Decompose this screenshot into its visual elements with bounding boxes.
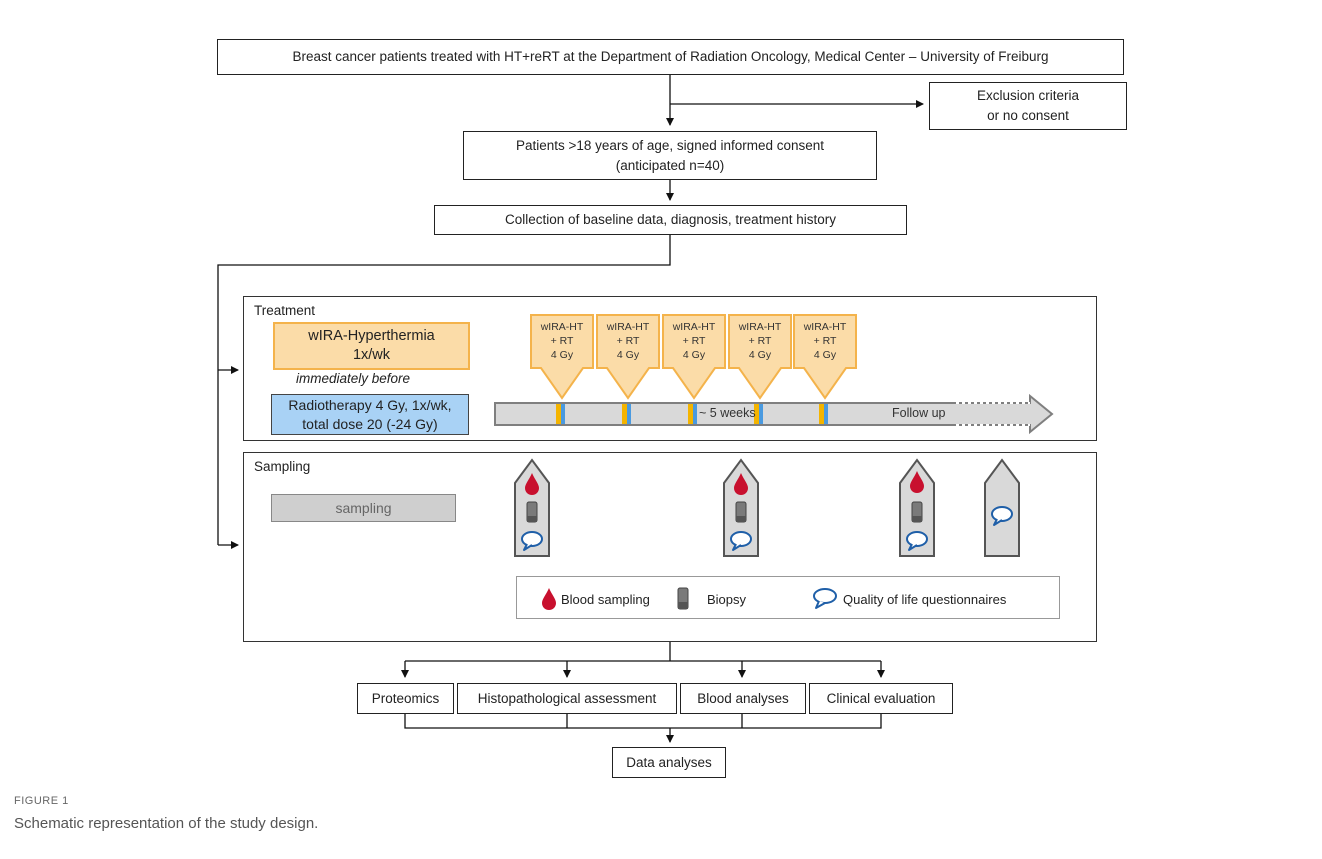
data-analyses-box: Data analyses xyxy=(612,747,726,778)
timeline-duration-label: ~ 5 weeks xyxy=(699,406,756,420)
clinical-evaluation-box: Clinical evaluation xyxy=(809,683,953,714)
ht-marker-4 xyxy=(754,404,759,424)
ht-line2: 1x/wk xyxy=(352,347,391,363)
legend-biopsy-label: Biopsy xyxy=(707,592,747,607)
session-markers xyxy=(556,404,828,424)
clinical-evaluation-label: Clinical evaluation xyxy=(826,690,936,706)
legend-blood-icon xyxy=(542,588,556,610)
figure-label: FIGURE 1 xyxy=(14,795,69,807)
session-label-3: wIRA-HT + RT 4 Gy xyxy=(672,321,716,362)
session-arrow-1 xyxy=(530,314,594,400)
blood-analyses-box: Blood analyses xyxy=(680,683,806,714)
rt-line1: Radiotherapy 4 Gy, 1x/wk, xyxy=(288,397,452,414)
patients-line1: Patients >18 years of age, signed inform… xyxy=(515,137,825,153)
proteomics-label: Proteomics xyxy=(371,690,440,706)
figure-caption: Schematic representation of the study de… xyxy=(14,815,319,832)
proteomics-box: Proteomics xyxy=(357,683,454,714)
rt-line2: total dose 20 (-24 Gy) xyxy=(302,415,438,432)
session-label-2: wIRA-HT + RT 4 Gy xyxy=(606,321,650,362)
legend-blood-label: Blood sampling xyxy=(561,592,650,607)
legend-biopsy-icon xyxy=(677,587,689,610)
patients-line2: (anticipated n=40) xyxy=(615,157,725,173)
exclusion-line2: or no consent xyxy=(987,108,1069,123)
timeline-follow-up-label: Follow up xyxy=(892,406,946,420)
sampling-box: sampling xyxy=(271,494,456,522)
baseline-box: Collection of baseline data, diagnosis, … xyxy=(434,205,907,235)
rt-marker-2 xyxy=(627,404,631,424)
sampling-legend: Blood sampling Biopsy Quality of life qu… xyxy=(516,576,1060,619)
top-box-text: Breast cancer patients treated with HT+r… xyxy=(292,49,1049,65)
ht-marker-5 xyxy=(819,404,824,424)
immediately-before-text: immediately before xyxy=(296,371,411,386)
exclusion-line1: Exclusion criteria xyxy=(976,88,1080,104)
sampling-title: Sampling xyxy=(254,459,311,474)
session-arrow-4 xyxy=(728,314,792,400)
rt-marker-4 xyxy=(759,404,763,424)
blood-analyses-label: Blood analyses xyxy=(697,690,789,706)
ht-marker-1 xyxy=(556,404,561,424)
patients-box: Patients >18 years of age, signed inform… xyxy=(463,131,877,180)
timeline-arrow xyxy=(494,393,1054,435)
treatment-title: Treatment xyxy=(254,303,316,318)
histopathology-label: Histopathological assessment xyxy=(477,690,657,706)
session-arrow-2 xyxy=(596,314,660,400)
exclusion-box: Exclusion criteria or no consent xyxy=(929,82,1127,130)
session-label-5: wIRA-HT + RT 4 Gy xyxy=(803,321,847,362)
biopsy-icon xyxy=(735,501,747,523)
session-label-1: wIRA-HT + RT 4 Gy xyxy=(540,321,584,362)
connector-outputs-bottom xyxy=(404,714,882,729)
session-arrow-5 xyxy=(793,314,857,400)
rt-marker-3 xyxy=(693,404,697,424)
session-label-4: wIRA-HT + RT 4 Gy xyxy=(738,321,782,362)
top-box: Breast cancer patients treated with HT+r… xyxy=(217,39,1124,75)
session-arrow-3 xyxy=(662,314,726,400)
biopsy-icon xyxy=(911,501,923,523)
baseline-text: Collection of baseline data, diagnosis, … xyxy=(505,212,836,228)
ht-marker-3 xyxy=(688,404,693,424)
rt-marker-5 xyxy=(824,404,828,424)
sampling-box-label: sampling xyxy=(335,500,392,516)
legend-questionnaire-icon xyxy=(813,588,837,609)
histopathology-box: Histopathological assessment xyxy=(457,683,677,714)
biopsy-icon xyxy=(526,501,538,523)
rt-marker-1 xyxy=(561,404,565,424)
radiotherapy-box: Radiotherapy 4 Gy, 1x/wk, total dose 20 … xyxy=(271,394,469,435)
connector-baseline-left xyxy=(217,235,671,545)
hyperthermia-box: wIRA-Hyperthermia 1x/wk xyxy=(273,322,470,370)
legend-questionnaire-label: Quality of life questionnaires xyxy=(843,592,1007,607)
data-analyses-label: Data analyses xyxy=(626,754,712,770)
ht-marker-2 xyxy=(622,404,627,424)
ht-line1: wIRA-Hyperthermia xyxy=(308,328,435,345)
